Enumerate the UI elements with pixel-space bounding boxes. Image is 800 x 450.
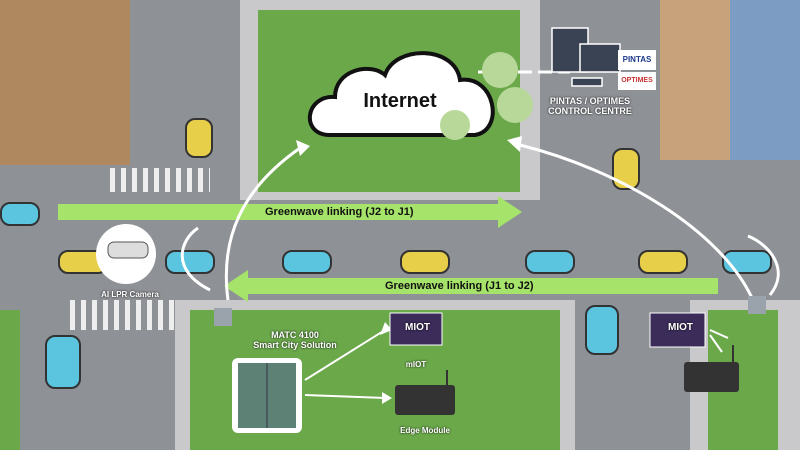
park-left (0, 310, 20, 450)
link-arrows (180, 70, 780, 399)
car (185, 118, 213, 158)
greenwave-arrow-bottom (224, 270, 718, 302)
matc-box-small (214, 308, 232, 326)
greenwave-arrow-top (58, 196, 522, 228)
miot-label: mIOT (405, 360, 427, 369)
control-centre-line1: PINTAS / OPTIMES (549, 96, 631, 106)
greenwave-bottom-label: Greenwave linking (J1 to J2) (385, 280, 534, 292)
optimes-logo: OPTIMES (618, 72, 656, 90)
car (45, 335, 81, 389)
pintas-logo: PINTAS (618, 50, 656, 70)
matc-label: MATC 4100 Smart City Solution (250, 330, 340, 350)
edge-module-label: Edge Module (400, 426, 450, 435)
camera-icon (96, 224, 156, 284)
crosswalk (70, 300, 180, 330)
tree (440, 52, 533, 140)
computer-icon (551, 27, 621, 87)
car (400, 250, 450, 274)
control-centre-line2: CONTROL CENTRE (548, 106, 632, 116)
car (585, 305, 619, 355)
internet-label: Internet (363, 90, 437, 112)
miot-screen-text-right: MIOT (668, 322, 693, 333)
building-right (660, 0, 800, 160)
car (525, 250, 575, 274)
miot-screen-text: MIOT (405, 322, 430, 333)
car (282, 250, 332, 274)
greenwave-top-label: Greenwave linking (J2 to J1) (265, 206, 414, 218)
camera-label: AI LPR Camera (101, 290, 159, 299)
car (612, 148, 640, 190)
miot-device-icon (389, 312, 706, 348)
car (638, 250, 688, 274)
arrowheads (296, 136, 522, 404)
control-centre-label: PINTAS / OPTIMES CONTROL CENTRE (540, 96, 640, 116)
building-left (0, 0, 130, 165)
car (0, 202, 40, 226)
matc-line2: Smart City Solution (253, 340, 337, 350)
matc-box-small-right (748, 296, 766, 314)
crosswalk (110, 168, 210, 192)
edge-module-icon (395, 345, 739, 415)
matc-line1: MATC 4100 (271, 330, 319, 340)
cabinet-icon (232, 358, 302, 433)
